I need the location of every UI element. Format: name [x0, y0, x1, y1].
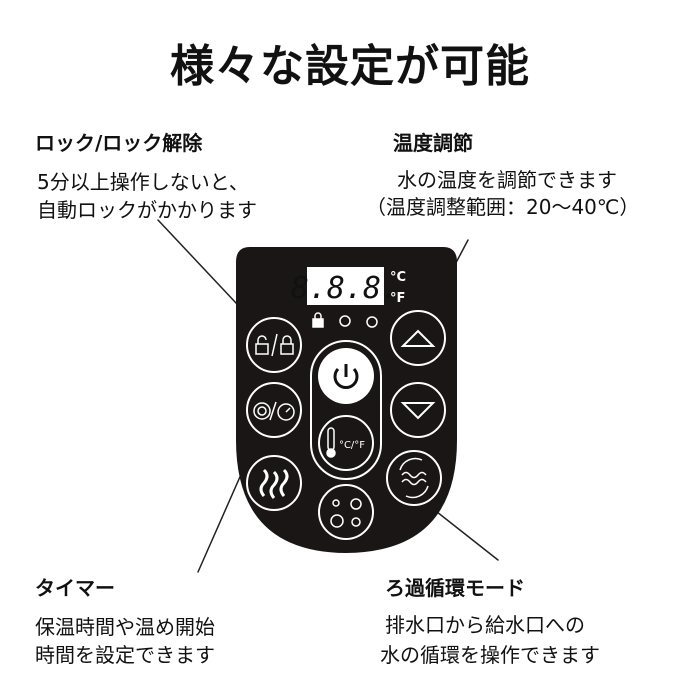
bubbles-icon — [330, 498, 362, 528]
bubble-button[interactable] — [318, 484, 374, 540]
temp-desc-2: （温度調整範囲：20〜40℃） — [366, 195, 640, 219]
display-digits: 8.8.8. — [291, 271, 399, 306]
temp-heading: 温度調節 — [393, 131, 473, 155]
lock-indicator-icon — [312, 312, 324, 328]
power-button[interactable] — [318, 348, 374, 404]
temp-desc-1: 水の温度を調節できます — [397, 168, 617, 192]
filter-desc-1: 排水口から給水口への — [385, 613, 585, 637]
temp-up-button[interactable] — [390, 310, 446, 366]
heat-button[interactable] — [246, 455, 302, 511]
display-screen — [307, 267, 384, 305]
unit-f-label: °F — [390, 291, 405, 306]
unit-c-label: °C — [390, 270, 406, 285]
timer-heading: タイマー — [35, 576, 115, 600]
lock-desc-1: 5分以上操作しないと、 — [37, 170, 249, 194]
arrow-up-icon — [400, 329, 436, 347]
lock-unlock-icon — [255, 333, 294, 357]
lock-desc-2: 自動ロックがかかります — [37, 198, 257, 222]
filter-circulation-button[interactable] — [386, 450, 442, 506]
page-title: 様々な設定が可能 — [170, 41, 530, 92]
lock-button[interactable] — [246, 317, 302, 373]
lock-heading: ロック/ロック解除 — [35, 131, 203, 155]
heat-waves-icon — [259, 468, 289, 499]
filter-heading: ろ過循環モード — [385, 576, 525, 600]
filter-desc-2: 水の循環を操作できます — [380, 643, 600, 667]
timer-button[interactable] — [246, 382, 302, 438]
timer-desc-1: 保温時間や温め開始 — [35, 615, 215, 639]
unit-toggle-label: °C/°F — [339, 440, 365, 451]
keep-warm-timer-icon — [253, 401, 295, 421]
temp-down-button[interactable] — [390, 382, 446, 438]
unit-toggle-button[interactable]: °C/°F — [318, 415, 374, 471]
thermometer-icon — [326, 427, 336, 458]
keep-warm-indicator-icon — [339, 315, 351, 327]
timer-desc-2: 時間を設定できます — [35, 643, 215, 667]
circulation-icon — [399, 457, 429, 499]
center-pill — [310, 340, 382, 480]
arrow-down-icon — [400, 402, 436, 420]
timer-indicator-icon — [366, 316, 378, 328]
power-icon — [333, 367, 359, 389]
